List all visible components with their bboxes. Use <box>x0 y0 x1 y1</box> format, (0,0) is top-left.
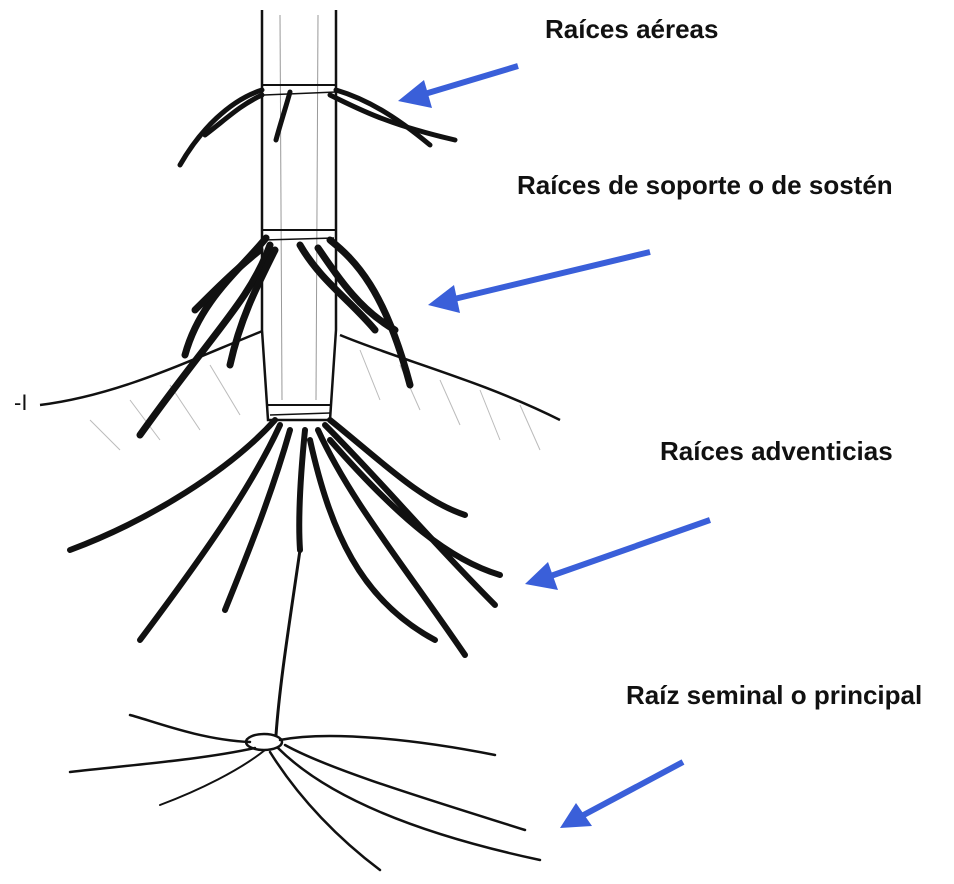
arrow-adventicias <box>525 520 710 590</box>
arrow-aereas <box>398 66 518 108</box>
stem <box>262 10 336 420</box>
label-adventitious-roots: Raíces adventicias <box>660 438 893 464</box>
label-seminal-root: Raíz seminal o principal <box>626 682 922 708</box>
arrow-soporte <box>428 252 650 313</box>
adventitious-roots <box>70 420 500 655</box>
arrow-seminal <box>560 762 683 828</box>
seminal-root <box>70 550 540 870</box>
label-aerial-roots: Raíces aéreas <box>545 16 718 42</box>
ground-marker: -I <box>14 390 27 415</box>
label-support-roots: Raíces de soporte o de sostén <box>517 172 893 198</box>
